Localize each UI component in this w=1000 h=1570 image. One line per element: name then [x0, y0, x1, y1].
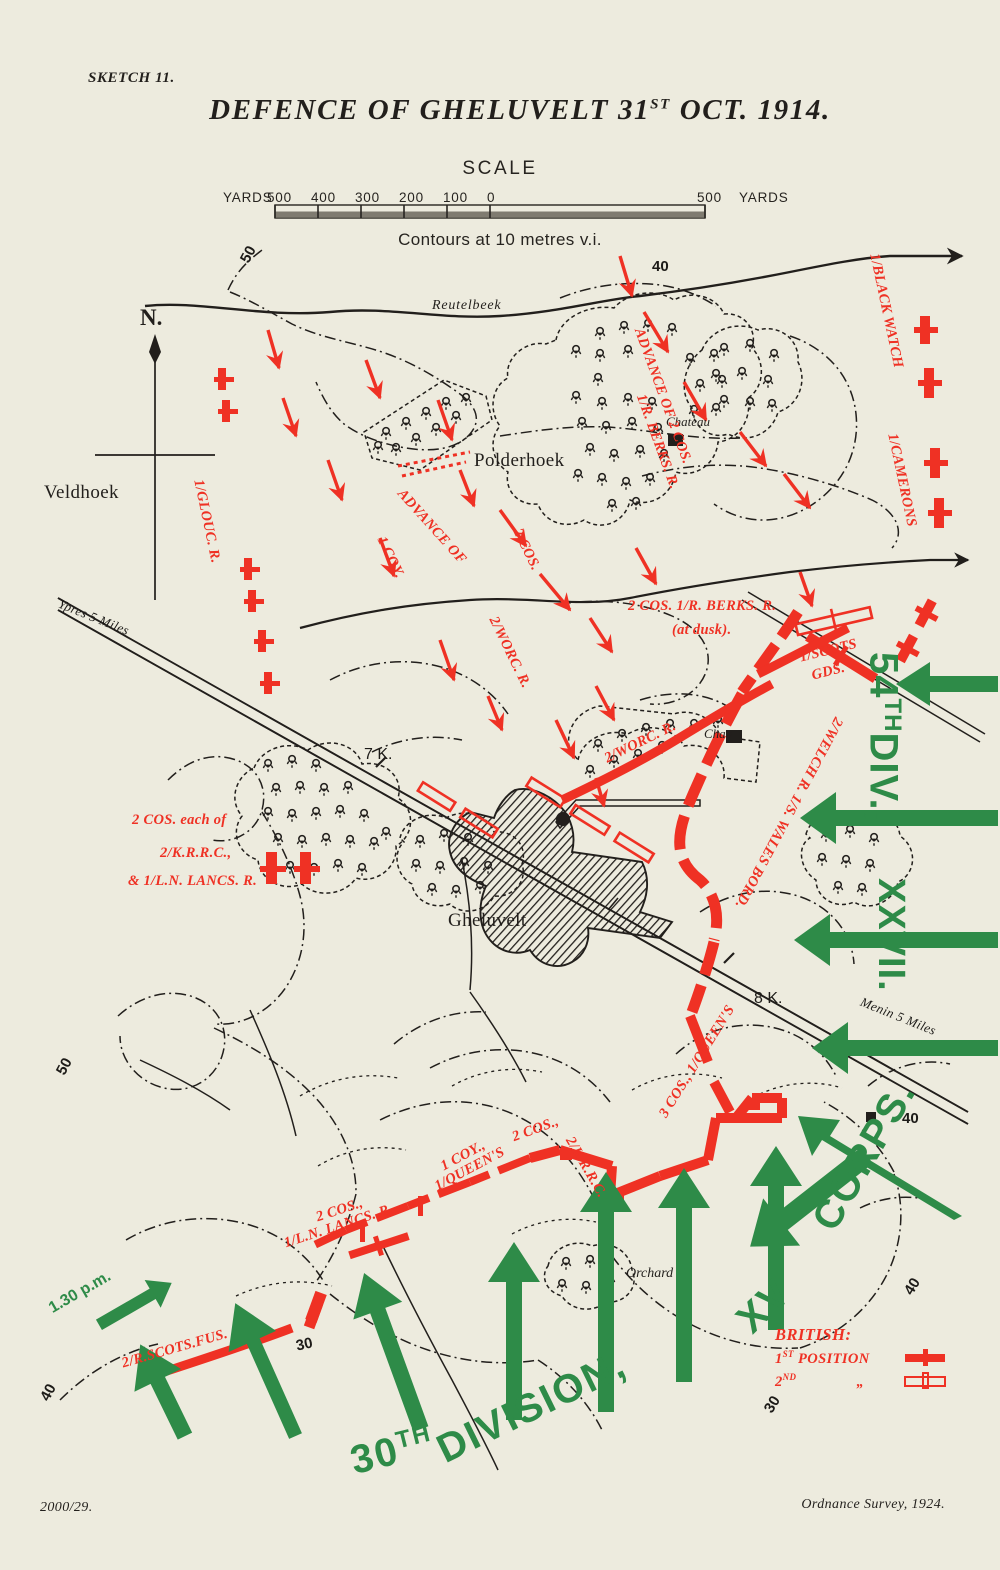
red-label-krrc-block-2: 2/K.R.R.C., [160, 845, 232, 861]
legend-first-number: 1 [775, 1350, 783, 1367]
stream-reutelbeek [144, 247, 964, 318]
wood-polderhoek-main [492, 292, 763, 526]
legend-title: BRITISH: [775, 1325, 852, 1344]
contour-lines [59, 249, 951, 1431]
legend-row-first-position: 1ST POSITION [775, 1349, 945, 1368]
km-mark-7: 7 K. [364, 746, 393, 763]
legend-second-ditto: „ [856, 1373, 865, 1390]
footer-attribution: Ordnance Survey, 1924. [801, 1497, 945, 1512]
wood-east [800, 811, 914, 907]
red-label-berks-dusk-note: (at dusk). [672, 622, 732, 638]
red-welch-swb-line [674, 609, 803, 1014]
scale-tick-300: 300 [355, 190, 380, 205]
footer-print-code: 2000/29. [40, 1500, 93, 1515]
green-attack-arrows [95, 662, 998, 1440]
contour-label-30-lowleft: 30 [294, 1334, 315, 1355]
title-main: DEFENCE OF GHELUVELT 31 [209, 94, 651, 126]
scale-tick-100: 100 [443, 190, 468, 205]
red-second-position-markers [416, 605, 874, 865]
legend-first-text: POSITION [793, 1350, 870, 1367]
scale-tick-400: 400 [311, 190, 336, 205]
compass-rose [95, 334, 215, 600]
wood-lower-chateau [567, 705, 761, 783]
place-chateau: Chateau [666, 414, 711, 429]
legend: BRITISH: 1ST POSITION 2ND „ [775, 1325, 946, 1391]
red-dotted-trench [397, 450, 471, 478]
stream-label-reutelbeek: Reutelbeek [432, 298, 502, 313]
scale-tick-0: 0 [487, 190, 496, 205]
wood-polderhoek-west [363, 379, 493, 471]
wood-between [396, 812, 525, 912]
green-54-tail: DIV., [861, 732, 906, 823]
scale-tick-500r: 500 [697, 190, 722, 205]
wood-west-gheluvelt [234, 742, 412, 894]
contour-lines-fine [235, 1068, 843, 1297]
compass-north-label: N. [140, 305, 163, 330]
legend-second-ordinal: ND [782, 1372, 797, 1382]
contour-label-40-right: 40 [902, 1110, 919, 1127]
red-welch-line-upper [560, 680, 775, 805]
green-54-number: 54 [861, 652, 906, 699]
place-polderhoek: Polderhoek [474, 450, 565, 471]
red-label-krrc-block-3: & 1/L.N. LANCS. R. [128, 873, 258, 889]
scale-unit-left: YARDS [223, 190, 273, 205]
place-orchard: Orchard [626, 1266, 674, 1281]
contour-label-40-top: 40 [652, 258, 669, 275]
legend-first-ordinal: ST [782, 1349, 794, 1359]
scale-bar-graphic [274, 204, 706, 219]
wood-orchard [543, 1242, 635, 1310]
sketch-number: SKETCH 11. [88, 70, 175, 86]
legend-swatch-second-position [904, 1372, 946, 1389]
red-scots-gds-line [755, 623, 851, 679]
scale-bar-labels: YARDS 500 400 300 200 100 0 500 YARDS [215, 190, 795, 226]
scale-tick-200: 200 [399, 190, 424, 205]
stream-lower [299, 552, 970, 630]
title-ordinal: ST [650, 96, 671, 113]
place-veldhoek: Veldhoek [44, 482, 119, 503]
green-label-xxvii-corps: XXVII. [870, 878, 912, 992]
place-chateau-abbrev: Chau [704, 726, 733, 741]
red-queens-line [685, 1014, 735, 1115]
legend-row-second-position: 2ND „ [775, 1372, 946, 1391]
scale-unit-right: YARDS [739, 190, 789, 205]
place-gheluvelt: Gheluvelt [448, 910, 527, 931]
scale-tick-500l: 500 [267, 190, 292, 205]
gheluvelt-village [448, 788, 674, 967]
km-mark-8: 8 K. [754, 990, 783, 1007]
red-label-berks-dusk: 2 COS. 1/R. BERKS. R. [628, 598, 777, 614]
green-label-54th-div: 54THDIV., [861, 652, 906, 823]
page-title: DEFENCE OF GHELUVELT 31ST OCT. 1914. [0, 94, 1000, 127]
red-label-krrc-block-1: 2 COS. each of [132, 812, 227, 828]
red-ln-lancs-markers [303, 1232, 410, 1330]
scale-heading: SCALE [462, 158, 538, 179]
red-advance-arrows [266, 255, 816, 808]
contour-note: Contours at 10 metres v.i. [398, 230, 602, 249]
legend-swatch-first-position [905, 1349, 945, 1366]
legend-second-number: 2 [775, 1373, 783, 1390]
building-symbols [668, 434, 876, 1122]
title-tail: OCT. 1914. [670, 94, 831, 126]
green-54-ordinal: TH [879, 698, 906, 733]
